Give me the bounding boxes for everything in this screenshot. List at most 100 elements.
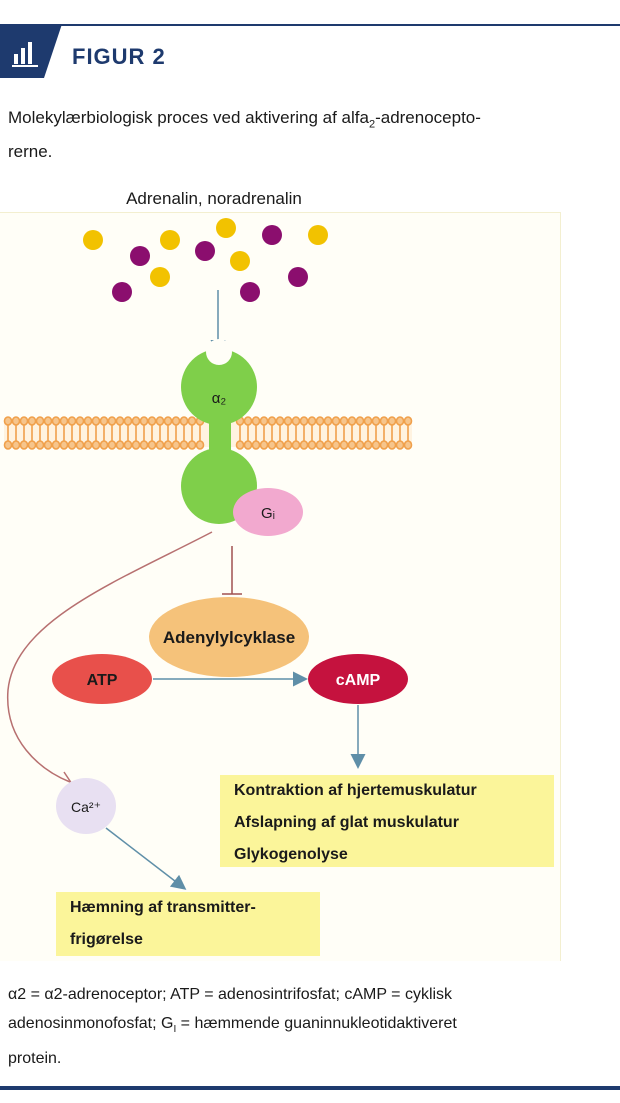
legend-line2: adenosinmonofosfat; GI = hæmmende guanin… xyxy=(8,1009,614,1044)
gi-protein: Gᵢ xyxy=(233,488,303,536)
calcium-label: Ca²⁺ xyxy=(71,799,101,815)
lipid-head xyxy=(315,440,325,450)
lipid-head xyxy=(371,416,381,426)
caption-text-end: -adrenocepto- xyxy=(375,108,481,127)
calcium-node: Ca²⁺ xyxy=(56,778,116,834)
ligand-dot xyxy=(130,246,150,266)
lipid-head xyxy=(291,416,301,426)
lipid-head xyxy=(179,440,189,450)
ligand-dot xyxy=(262,225,282,245)
lipid-head xyxy=(115,440,125,450)
ligand-dot xyxy=(112,282,132,302)
lipid-head xyxy=(339,416,349,426)
atp-label: ATP xyxy=(87,672,118,689)
lipid-head xyxy=(11,440,21,450)
lipid-head xyxy=(107,440,117,450)
lipid-head xyxy=(267,440,277,450)
lipid-head xyxy=(275,440,285,450)
enzyme-label: Adenylylcyklase xyxy=(163,628,295,647)
caption-line2: rerne. xyxy=(8,142,53,162)
lipid-head xyxy=(51,416,61,426)
lipid-head xyxy=(339,440,349,450)
lipid-head xyxy=(35,440,45,450)
lipid-head xyxy=(395,440,405,450)
lipid-head xyxy=(131,440,141,450)
lipid-head xyxy=(43,440,53,450)
lipid-head xyxy=(195,440,205,450)
lipid-head xyxy=(187,440,197,450)
effect-item: Kontraktion af hjertemuskulatur xyxy=(234,782,477,799)
lipid-head xyxy=(323,440,333,450)
inhibition-effect-box: Hæmning af transmitter- frigørelse xyxy=(56,892,320,956)
ligand-molecules xyxy=(83,218,328,302)
lipid-head xyxy=(315,416,325,426)
lipid-head xyxy=(139,440,149,450)
adenylylcyclase: Adenylylcyklase xyxy=(149,597,309,677)
inhibition-effect-line2: frigørelse xyxy=(70,931,143,948)
lipid-head xyxy=(363,416,373,426)
lipid-head xyxy=(3,440,13,450)
lipid-head xyxy=(347,440,357,450)
lipid-head xyxy=(11,416,21,426)
lipid-head xyxy=(147,440,157,450)
lipid-head xyxy=(67,416,77,426)
lipid-head xyxy=(123,416,133,426)
calcium-arrow xyxy=(105,827,187,890)
lipid-head xyxy=(307,440,317,450)
lipid-head xyxy=(27,440,37,450)
lipid-head xyxy=(251,440,261,450)
lipid-head xyxy=(387,440,397,450)
ligand-dot xyxy=(216,218,236,238)
lipid-head xyxy=(283,416,293,426)
caption-text: Molekylærbiologisk proces ved aktivering… xyxy=(8,108,369,127)
camp-label: cAMP xyxy=(336,672,381,689)
lipid-head xyxy=(387,416,397,426)
inhibition-to-enzyme xyxy=(222,546,242,595)
lipid-head xyxy=(91,416,101,426)
atp-node: ATP xyxy=(52,654,152,704)
lipid-head xyxy=(267,416,277,426)
lipid-head xyxy=(259,440,269,450)
lipid-head xyxy=(323,416,333,426)
lipid-head xyxy=(347,416,357,426)
lipid-head xyxy=(107,416,117,426)
lipid-head xyxy=(331,416,341,426)
lipid-head xyxy=(251,416,261,426)
ligand-dot xyxy=(240,282,260,302)
ligand-dot xyxy=(83,230,103,250)
abbreviation-legend: α2 = α2-adrenoceptor; ATP = adenosintrif… xyxy=(8,980,614,1073)
lipid-head xyxy=(243,416,253,426)
lipid-head xyxy=(19,416,29,426)
ligands-label: Adrenalin, noradrenalin xyxy=(126,189,302,208)
lipid-head xyxy=(51,440,61,450)
effect-item: Afslapning af glat muskulatur xyxy=(234,814,459,831)
caption-subscript: 2 xyxy=(368,118,376,131)
lipid-head xyxy=(379,440,389,450)
legend-line2-text: adenosinmonofosfat; G xyxy=(8,1015,174,1032)
lipid-head xyxy=(243,440,253,450)
receptor-label: α₂ xyxy=(212,390,227,407)
lipid-head xyxy=(395,416,405,426)
lipid-head xyxy=(123,440,133,450)
lipid-head xyxy=(259,416,269,426)
lipid-head xyxy=(155,440,165,450)
inhibition-effect-line1: Hæmning af transmitter- xyxy=(70,899,256,916)
top-rule xyxy=(0,24,620,26)
bottom-rule xyxy=(0,1086,620,1090)
ligand-dot xyxy=(288,267,308,287)
lipid-head xyxy=(363,440,373,450)
bar-chart-icon xyxy=(0,24,62,78)
lipid-head xyxy=(67,440,77,450)
figure-label: FIGUR 2 xyxy=(72,44,166,69)
lipid-head xyxy=(179,416,189,426)
lipid-head xyxy=(403,416,413,426)
lipid-head xyxy=(355,440,365,450)
lipid-head xyxy=(307,416,317,426)
lipid-head xyxy=(299,416,309,426)
lipid-head xyxy=(139,416,149,426)
camp-node: cAMP xyxy=(308,654,408,704)
cell-membrane xyxy=(3,416,413,450)
legend-line1: α2 = α2-adrenoceptor; ATP = adenosintrif… xyxy=(8,986,453,1003)
lipid-head xyxy=(171,416,181,426)
